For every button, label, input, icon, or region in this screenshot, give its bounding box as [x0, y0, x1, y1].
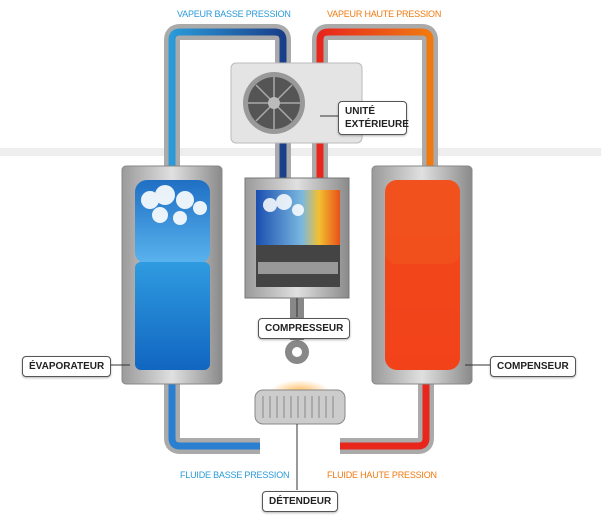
outdoor-unit-label: UNITÉ EXTÉRIEURE — [338, 101, 409, 135]
floor-line — [0, 148, 601, 156]
compressor-label: COMPRESSEUR — [258, 318, 351, 339]
condenser-label: COMPENSEUR — [490, 356, 576, 377]
evaporator-label: ÉVAPORATEUR — [22, 356, 112, 377]
expansion-valve-label: DÉTENDEUR — [262, 491, 339, 512]
vapor-high-caption: VAPEUR HAUTE PRESSION — [327, 9, 442, 19]
fluid-low-caption: FLUIDE BASSE PRESSION — [180, 470, 290, 480]
pipe-fluid-low — [164, 380, 260, 454]
pipe-fluid-high — [340, 380, 434, 454]
vapor-low-caption: VAPEUR BASSE PRESSION — [177, 9, 291, 19]
fluid-high-caption: FLUIDE HAUTE PRESSION — [327, 470, 437, 480]
expansion-valve — [254, 389, 346, 425]
